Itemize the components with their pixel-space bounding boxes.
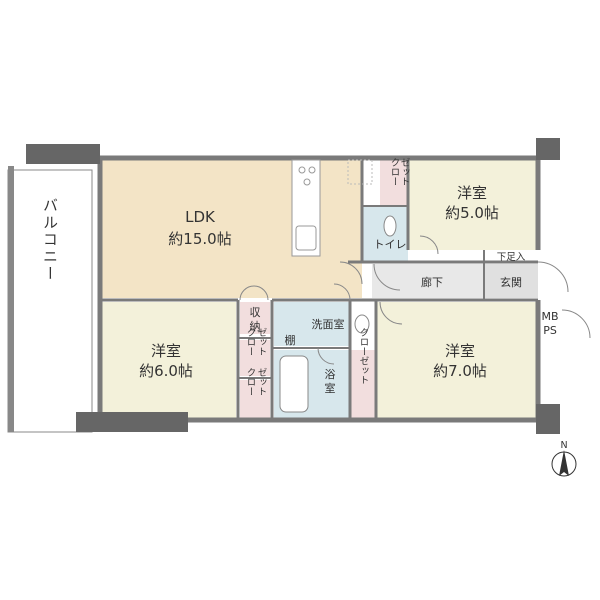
- western-6-floor: [100, 302, 236, 420]
- western-5-size: 約5.0帖: [445, 204, 499, 222]
- washroom-label: 洗面室: [312, 317, 345, 331]
- closet-b-floor: [240, 380, 270, 418]
- shelf-label: 棚: [285, 333, 296, 347]
- north-arrow-icon: N: [551, 440, 577, 477]
- bathroom-line2: 室: [325, 381, 336, 395]
- western-7-floor: [376, 302, 538, 420]
- ldk-name: LDK: [185, 208, 216, 226]
- storage-line1: 収: [250, 306, 261, 319]
- bathtub: [279, 355, 309, 413]
- closet-long-label: クローゼット: [358, 328, 370, 385]
- entrance-floor: [484, 264, 538, 298]
- toilet-fixture: [383, 215, 397, 237]
- mbps-floor: [540, 304, 560, 342]
- closet-b-line1: クロー: [245, 368, 256, 397]
- stove-burner: [308, 166, 316, 174]
- western-6-name: 洋室: [151, 342, 181, 360]
- ldk-size: 約15.0帖: [168, 230, 231, 248]
- fridge-space: [347, 159, 373, 185]
- column-3: [76, 412, 188, 432]
- storage-floor: [240, 302, 270, 334]
- washroom-floor: [274, 302, 350, 346]
- balcony-wall: [8, 166, 14, 432]
- closet-a-line2: ゼット: [256, 328, 268, 357]
- hallway-floor: [372, 264, 484, 298]
- storage-line2: 納: [250, 320, 261, 333]
- western-6-size: 約6.0帖: [139, 362, 193, 380]
- closet-a-floor: [240, 340, 270, 376]
- column-4: [536, 404, 560, 434]
- sink: [295, 225, 317, 251]
- stove-burner: [298, 166, 306, 174]
- closet-long-floor: [350, 350, 376, 418]
- closet-top-line1: クロー: [389, 158, 400, 187]
- column-1: [26, 144, 100, 164]
- toilet-floor: [362, 206, 408, 262]
- column-2: [536, 138, 560, 160]
- closet-b-line2: ゼット: [256, 368, 268, 397]
- stove-burner: [303, 178, 311, 186]
- ldk-floor: [100, 158, 362, 298]
- balcony-label: バルコニー: [41, 198, 59, 283]
- closet-top-floor: [380, 158, 408, 206]
- closet-top-line2: ゼット: [399, 158, 411, 187]
- mbps-line1: MB: [541, 310, 558, 323]
- hallway-label: 廊下: [421, 275, 443, 289]
- entrance-label: 玄関: [500, 275, 522, 289]
- compass-label: N: [560, 440, 567, 451]
- western-7-name: 洋室: [445, 342, 475, 360]
- closet-a-line1: クロー: [245, 328, 256, 357]
- western-7-size: 約7.0帖: [433, 362, 487, 380]
- western-5-name: 洋室: [457, 184, 487, 202]
- western-5-floor: [408, 158, 538, 250]
- wash-basin: [354, 314, 370, 334]
- toilet-label: トイレ: [374, 238, 407, 251]
- mbps-line2: PS: [543, 324, 557, 337]
- balcony-area: [7, 169, 93, 433]
- doors: [239, 235, 591, 365]
- shoe-storage-label: 下足入: [497, 252, 526, 263]
- bathroom-line1: 浴: [325, 368, 336, 381]
